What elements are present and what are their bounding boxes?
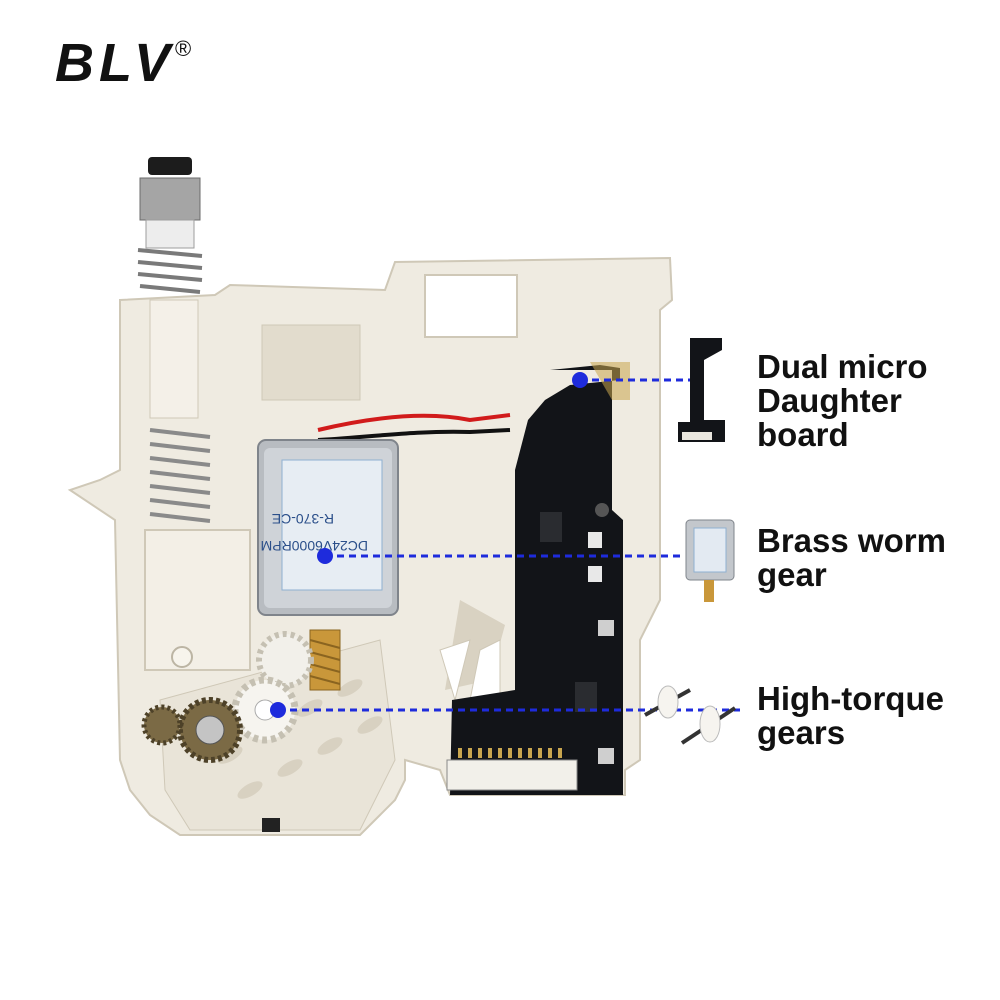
callout-worm-gear: Brass worm gear (757, 524, 946, 592)
daughter-board-thumbnail (678, 338, 725, 442)
brand-logo: BLV® (55, 25, 191, 93)
dc-motor: R-370-CE DC24V6000RPM (257, 413, 511, 691)
callout-line: gear (757, 556, 827, 593)
motor-thumbnail (685, 519, 735, 602)
gear-train (141, 631, 314, 763)
brand-name: BLV (55, 33, 176, 93)
motor-label-line2: DC24V6000RPM (261, 538, 368, 554)
callout-line: High-torque (757, 680, 944, 717)
callout-line: Brass worm (757, 522, 946, 559)
callout-line: Dual micro (757, 348, 928, 385)
gears-thumbnail (644, 685, 737, 745)
callout-line: board (757, 416, 849, 453)
motor-label-line1: R-370-CE (272, 511, 334, 527)
callout-line: gears (757, 714, 846, 751)
callout-high-torque-gears: High-torque gears (757, 682, 944, 750)
pushfit-coupler (137, 157, 211, 523)
registered-mark: ® (175, 36, 192, 61)
callout-daughter-board: Dual micro Daughter board (757, 350, 928, 452)
callout-line: Daughter (757, 382, 902, 419)
